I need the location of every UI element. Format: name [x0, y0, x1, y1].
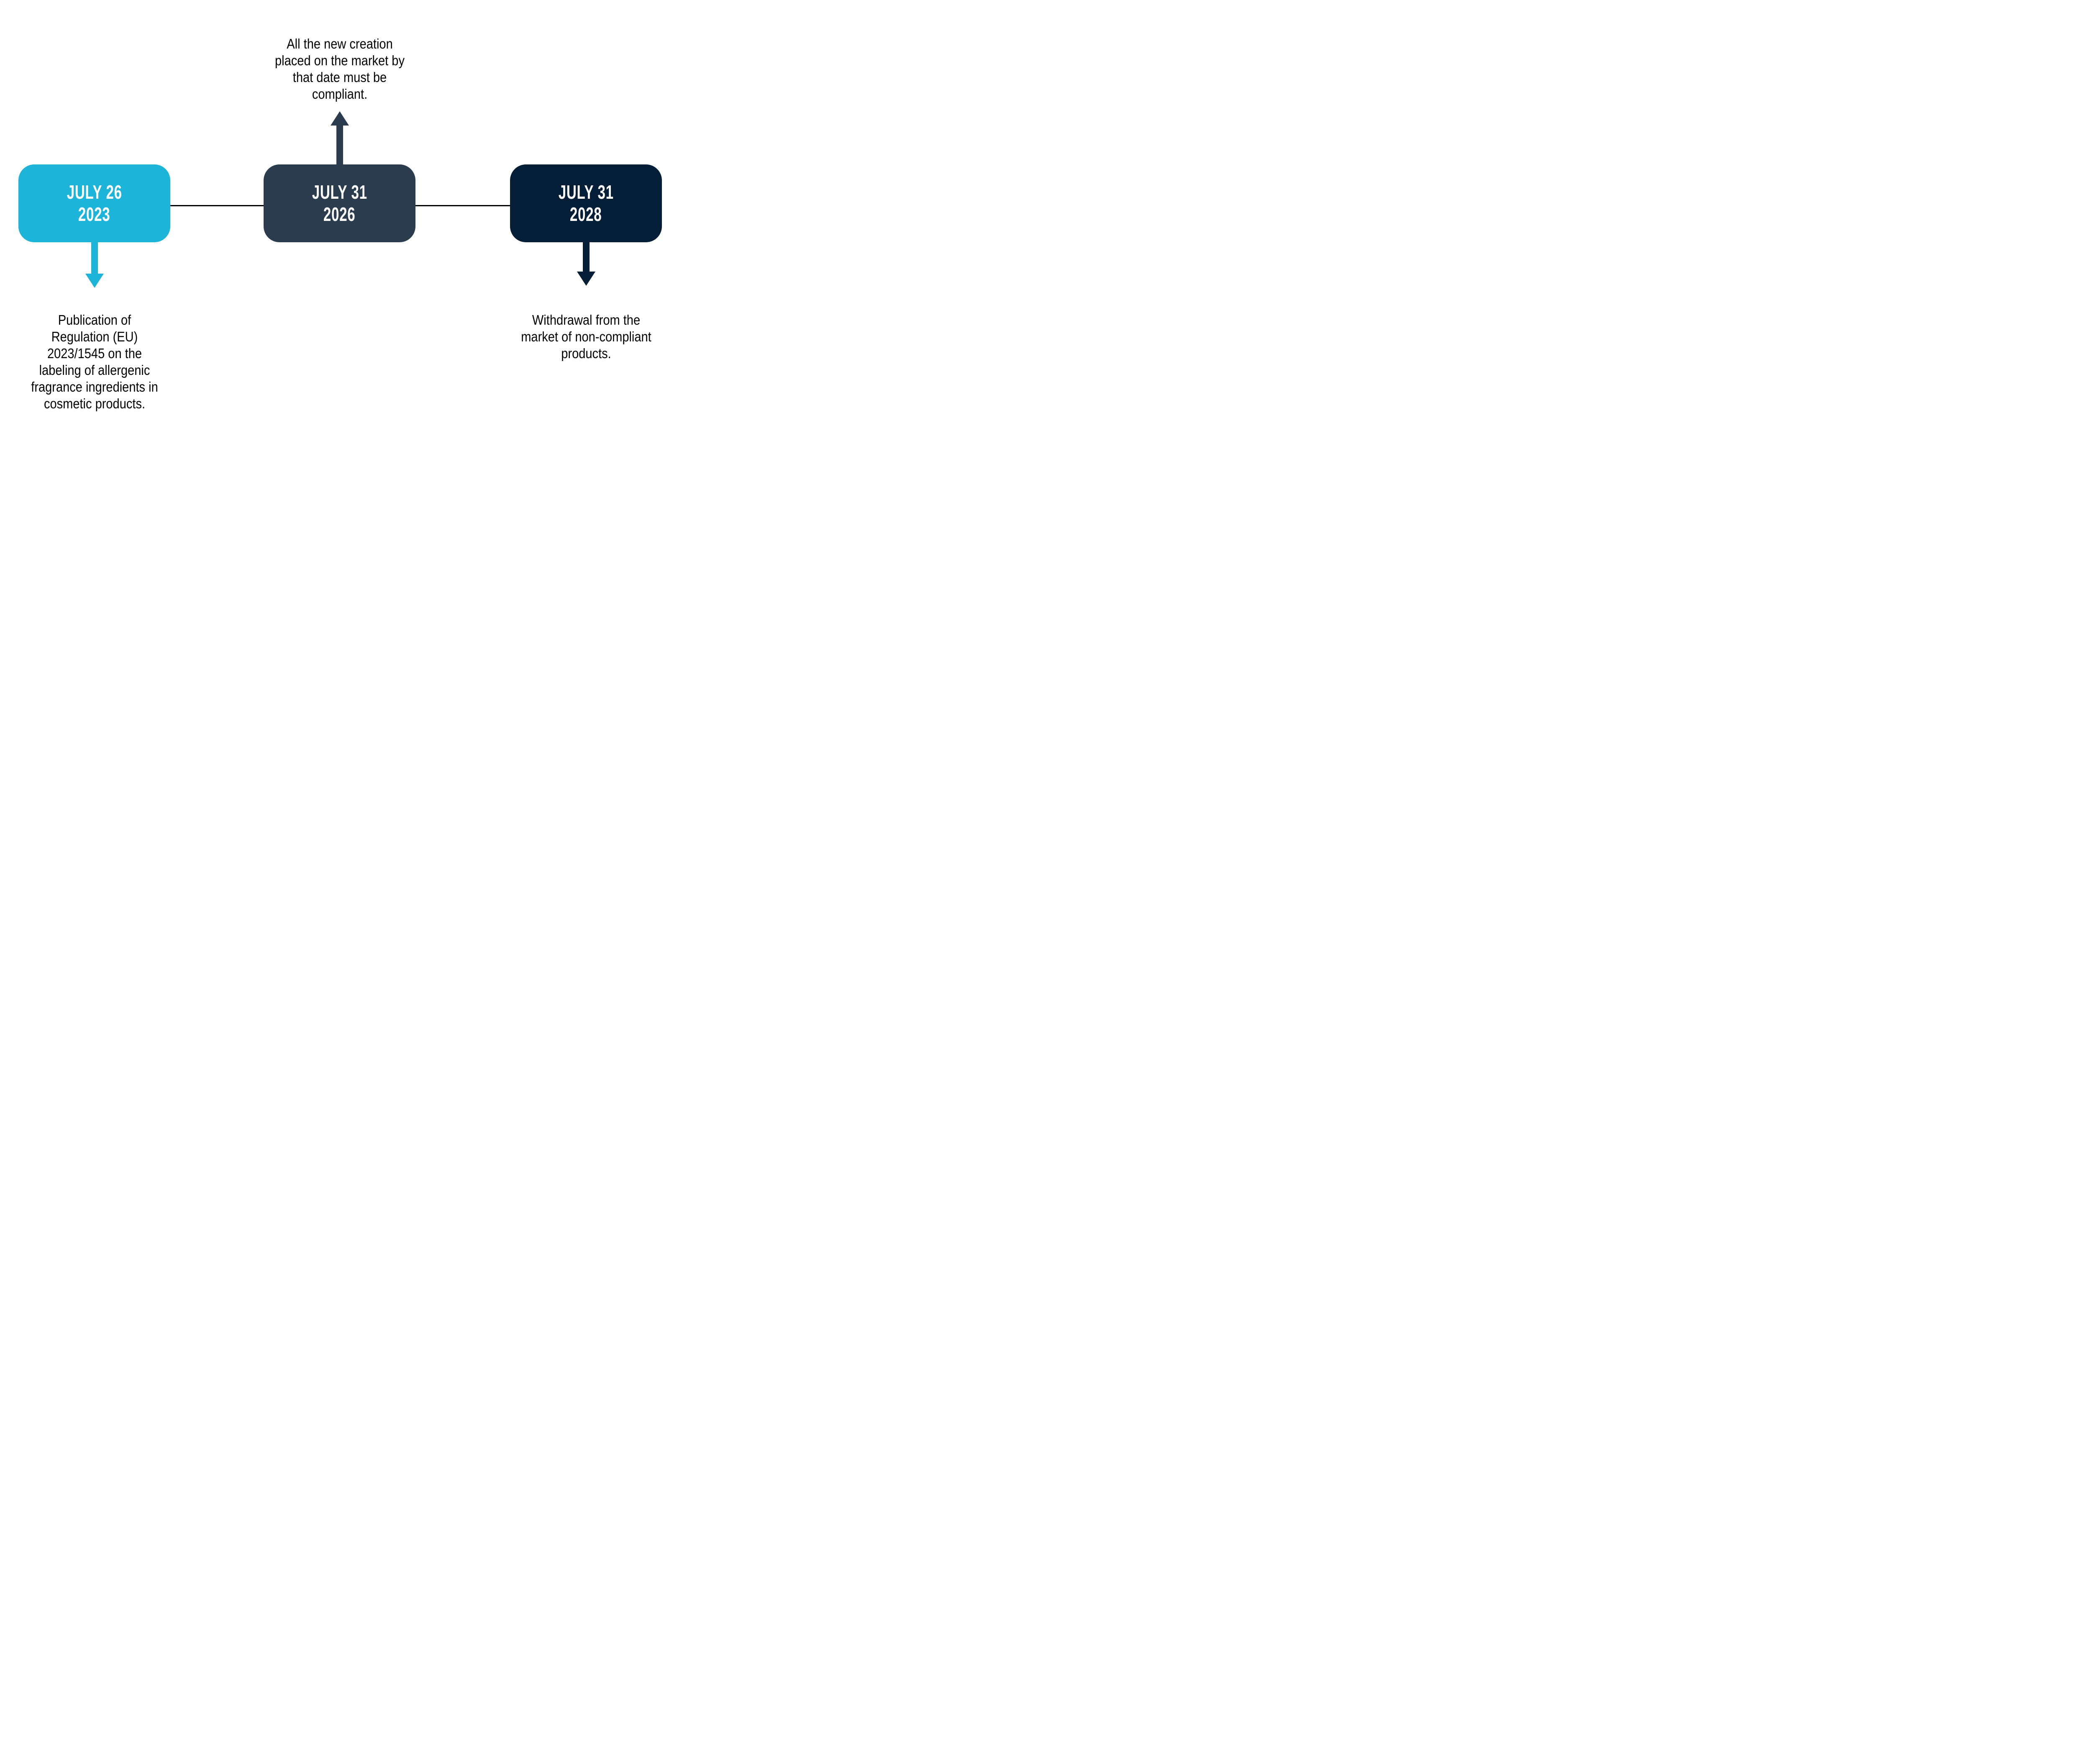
description-line: labeling of allergenic	[39, 362, 150, 378]
description-line: All the new creation	[287, 36, 393, 51]
date-text: JULY 26	[67, 181, 122, 203]
description-line: Withdrawal from the	[532, 312, 641, 328]
down-arrow-stem	[91, 241, 98, 275]
date-text: 2026	[323, 203, 356, 225]
date-text: 2023	[78, 203, 110, 225]
up-arrow-icon	[331, 111, 349, 126]
event-2023-description: Publication of Regulation (EU) 2023/1545…	[3, 312, 187, 412]
description-line: cosmetic products.	[44, 396, 146, 411]
event-2023-date-box: JULY 26 2023	[18, 164, 170, 242]
event-2028-description: Withdrawal from the market of non-compli…	[494, 312, 678, 362]
description-line: fragrance ingredients in	[31, 379, 158, 395]
down-arrow-icon	[85, 274, 104, 288]
description-line: Publication of	[58, 312, 131, 328]
down-arrow-stem	[583, 241, 590, 273]
regulation-timeline-diagram: All the new creation placed on the marke…	[0, 0, 682, 441]
description-line: that date must be	[292, 69, 387, 85]
event-2028-date-box: JULY 31 2028	[510, 164, 662, 242]
description-line: products.	[561, 346, 611, 361]
description-line: Regulation (EU)	[51, 329, 138, 344]
event-2026-description: All the new creation placed on the marke…	[214, 36, 465, 103]
description-line: placed on the market by	[275, 53, 405, 68]
description-line: compliant.	[312, 86, 368, 102]
down-arrow-icon	[577, 272, 595, 286]
date-text: 2028	[570, 203, 602, 225]
date-text: JULY 31	[558, 181, 614, 203]
description-line: 2023/1545 on the	[47, 346, 142, 361]
description-line: market of non-compliant	[521, 329, 651, 344]
date-text: JULY 31	[312, 181, 367, 203]
event-2026-date-box: JULY 31 2026	[264, 164, 415, 242]
up-arrow-stem	[336, 124, 343, 165]
